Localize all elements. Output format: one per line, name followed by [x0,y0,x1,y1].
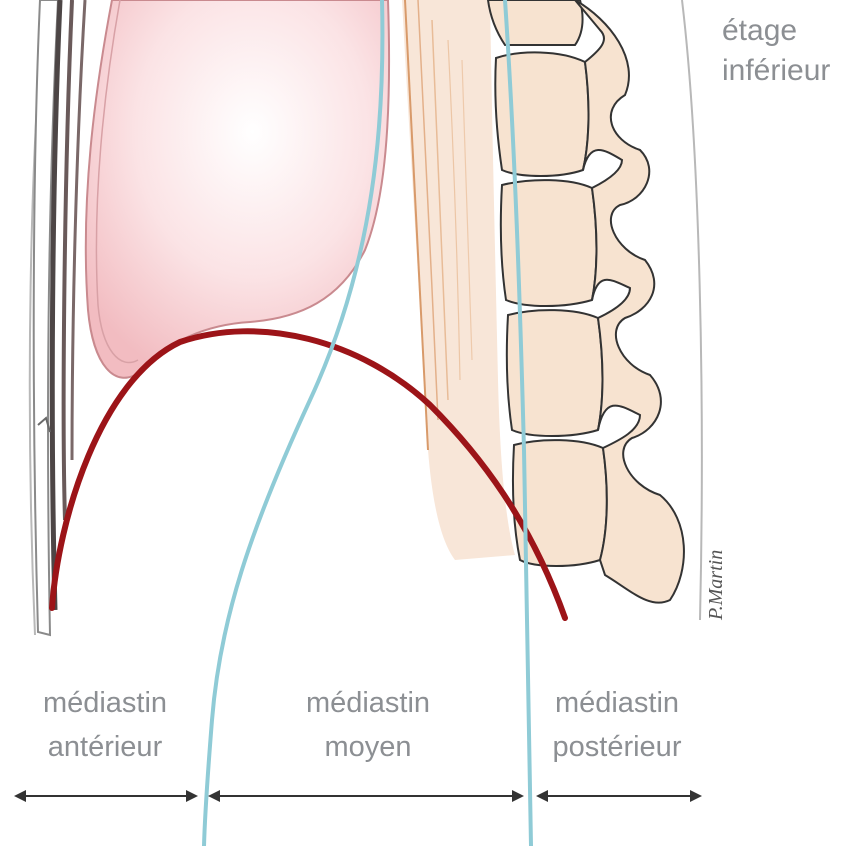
heart [86,0,389,378]
label-etage-line1: étage [722,14,797,47]
label-anterior-line2: antérieur [48,731,163,763]
body-outline-right [682,0,702,620]
label-posterior-line1: médiastin [555,687,679,719]
middle-arrow [208,790,524,802]
label-middle-line2: moyen [324,731,411,763]
label-posterior-line2: postérieur [553,731,682,763]
label-anterior-line1: médiastin [43,687,167,719]
label-etage-line2: inférieur [722,54,830,87]
posterior-arrow [536,790,702,802]
artist-signature: P.Martin [705,550,727,621]
vertebra-1 [488,0,582,45]
label-middle-line1: médiastin [306,687,430,719]
anterior-arrow [14,790,198,802]
